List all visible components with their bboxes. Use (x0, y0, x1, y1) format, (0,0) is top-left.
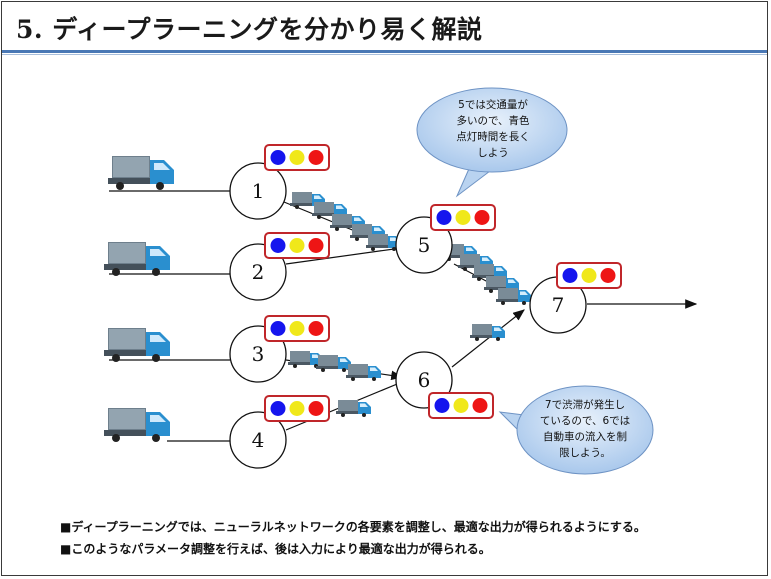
edge-2-5 (285, 248, 395, 265)
traffic-signal-node-3 (264, 315, 330, 342)
signal-blue-light (270, 150, 286, 165)
signal-yellow-light (581, 268, 597, 283)
truck-icon (346, 364, 381, 381)
title-underline-thin (2, 54, 767, 55)
node-4: 4 (229, 411, 287, 469)
signal-blue-light (436, 210, 452, 225)
truck-icon (108, 156, 174, 190)
signal-red-light (600, 268, 616, 283)
signal-yellow-light (289, 238, 305, 253)
callout-node7-line-2: ているので、6では (540, 415, 630, 427)
signal-blue-light (270, 401, 286, 416)
callout-node5-line-4: しよう (477, 147, 509, 159)
truck-icon (288, 351, 323, 368)
bullet-list: ■ディープラーニングでは、ニューラルネットワークの各要素を調整し、最適な出力が得… (60, 516, 646, 560)
callout-node7-line-1: 7で渋滞が発生し (545, 398, 625, 411)
callout-node7-line-4: 限しよう。 (559, 447, 611, 459)
signal-red-light (474, 210, 490, 225)
signal-yellow-light (289, 321, 305, 336)
traffic-signal-node-1 (264, 144, 330, 171)
traffic-signal-node-2 (264, 232, 330, 259)
signal-yellow-light (289, 150, 305, 165)
title-underline (2, 50, 767, 53)
slide-title: 5. ディープラーニングを分かり易く解説 (16, 15, 483, 44)
signal-blue-light (270, 238, 286, 253)
signal-red-light (308, 321, 324, 336)
node-6-label: 6 (418, 368, 431, 392)
signal-yellow-light (289, 401, 305, 416)
truck-icon (336, 400, 371, 417)
signal-red-light (308, 150, 324, 165)
signal-red-light (308, 401, 324, 416)
callout-node5-line-1: 5では交通量が (458, 98, 528, 111)
traffic-signal-node-4 (264, 395, 330, 422)
truck-icon (316, 355, 351, 372)
truck-icon (104, 242, 170, 276)
truck-icon (496, 288, 531, 305)
node-3-label: 3 (252, 342, 265, 366)
node-1-label: 1 (252, 179, 265, 203)
callout-node7-line-3: 自動車の流入を制 (543, 430, 627, 443)
traffic-signal-node-7 (556, 262, 622, 289)
callout-node5-line-2: 多いので、青色 (456, 114, 530, 127)
callout-node7: 7で渋滞が発生し ているので、6では 自動車の流入を制 限しよう。 (498, 385, 654, 475)
bullet-item-2: ■このようなパラメータ調整を行えば、後は入力により最適な出力が得られる。 (60, 542, 491, 556)
bullet-item-1: ■ディープラーニングでは、ニューラルネットワークの各要素を調整し、最適な出力が得… (60, 520, 646, 534)
truck-icon (104, 408, 170, 442)
signal-red-light (308, 238, 324, 253)
node-5-label: 5 (418, 233, 431, 257)
traffic-signal-node-6 (428, 392, 494, 419)
signal-blue-light (562, 268, 578, 283)
traffic-signal-node-5 (430, 204, 496, 231)
node-4-label: 4 (252, 428, 265, 452)
signal-blue-light (434, 398, 450, 413)
node-7: 7 (529, 276, 587, 334)
callout-node5: 5では交通量が 多いので、青色 点灯時間を長く しよう (416, 87, 568, 198)
callout-node5-line-3: 点灯時間を長く (456, 131, 530, 143)
signal-yellow-light (455, 210, 471, 225)
edge-6-7 (451, 309, 525, 368)
node-2-label: 2 (252, 260, 265, 284)
signal-yellow-light (453, 398, 469, 413)
signal-blue-light (270, 321, 286, 336)
truck-icon (104, 328, 170, 362)
node-7-label: 7 (552, 293, 565, 317)
signal-red-light (472, 398, 488, 413)
node-1: 1 (229, 162, 287, 220)
